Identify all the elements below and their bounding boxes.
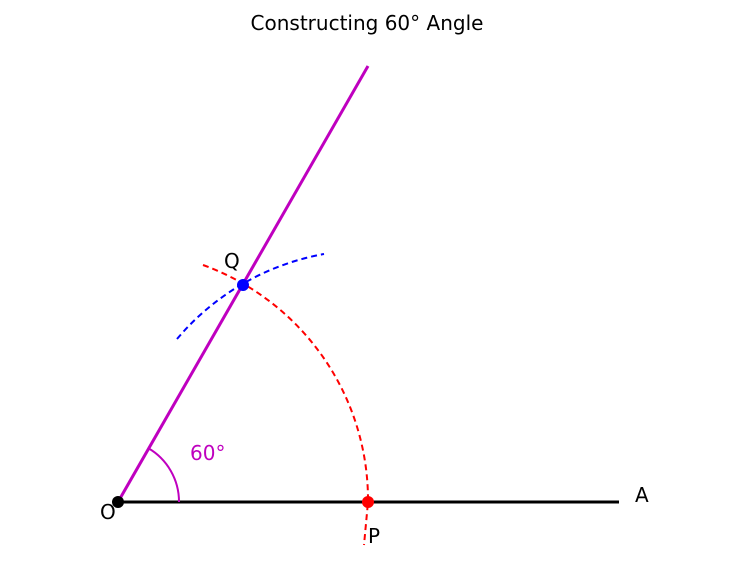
label-o: O bbox=[100, 500, 116, 524]
arc-centered-at-p bbox=[176, 253, 325, 340]
point-o bbox=[112, 496, 124, 508]
label-a: A bbox=[635, 483, 649, 507]
label-p: P bbox=[368, 524, 380, 548]
angle-label: 60° bbox=[190, 441, 225, 465]
angle-arc bbox=[147, 447, 181, 503]
point-p bbox=[362, 496, 374, 508]
label-q: Q bbox=[224, 249, 240, 273]
diagram-title: Constructing 60° Angle bbox=[251, 11, 484, 35]
point-q bbox=[237, 279, 249, 291]
